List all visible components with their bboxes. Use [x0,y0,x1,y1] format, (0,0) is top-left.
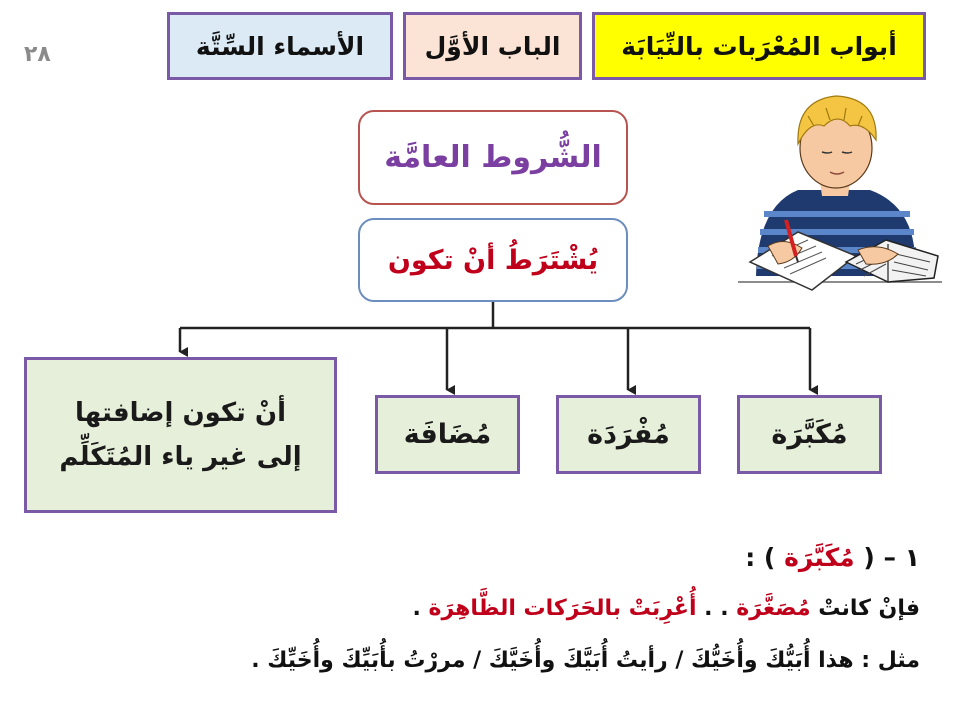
diagram-condition: يُشْتَرَطُ أنْ تكون [358,218,628,302]
rule-term: مُصَغَّرَة [736,596,811,621]
heading-number: ١ – [883,543,920,572]
heading-paren-close: ) : [745,543,776,572]
header-section: الأسماء السِّتَّة [167,12,393,80]
rule-mid: . . [704,596,729,621]
diagram-title: الشُّروط العامَّة [358,110,628,205]
rule-result: أُعْرِبَتْ بالحَرَكات الظَّاهِرَة [428,596,697,621]
rule-prefix: فإنْ كانتْ [818,596,920,621]
condition-mufrada: مُفْرَدَة [556,395,701,474]
heading-term: مُكَبَّرَة [784,543,855,572]
condition-mudafa: مُضَافَة [375,395,520,474]
boy-writing-icon [738,95,942,291]
explanation-heading: ١ – ( مُكَبَّرَة ) : [745,543,920,572]
explanation-example: مثل : هذا أُبَيُّكَ وأُخَيُّكَ / رأيتُ أ… [251,648,920,673]
condition-line-1: أنْ تكون إضافتها [75,397,286,428]
page-number: ٢٨ [24,42,51,67]
header-topic: أبواب المُعْرَبات بالنِّيَابَة [592,12,926,80]
header-chapter: الباب الأوَّل [403,12,582,80]
condition-line-2: إلى غير ياء المُتَكَلِّم [59,442,302,472]
condition-mukabbara: مُكَبَّرَة [737,395,882,474]
explanation-rule: فإنْ كانتْ مُصَغَّرَة . . أُعْرِبَتْ بال… [412,596,920,621]
condition-not-first-person: أنْ تكون إضافتها إلى غير ياء المُتَكَلِّ… [24,357,337,513]
heading-paren-open: ( [863,543,875,572]
rule-end: . [412,596,421,621]
